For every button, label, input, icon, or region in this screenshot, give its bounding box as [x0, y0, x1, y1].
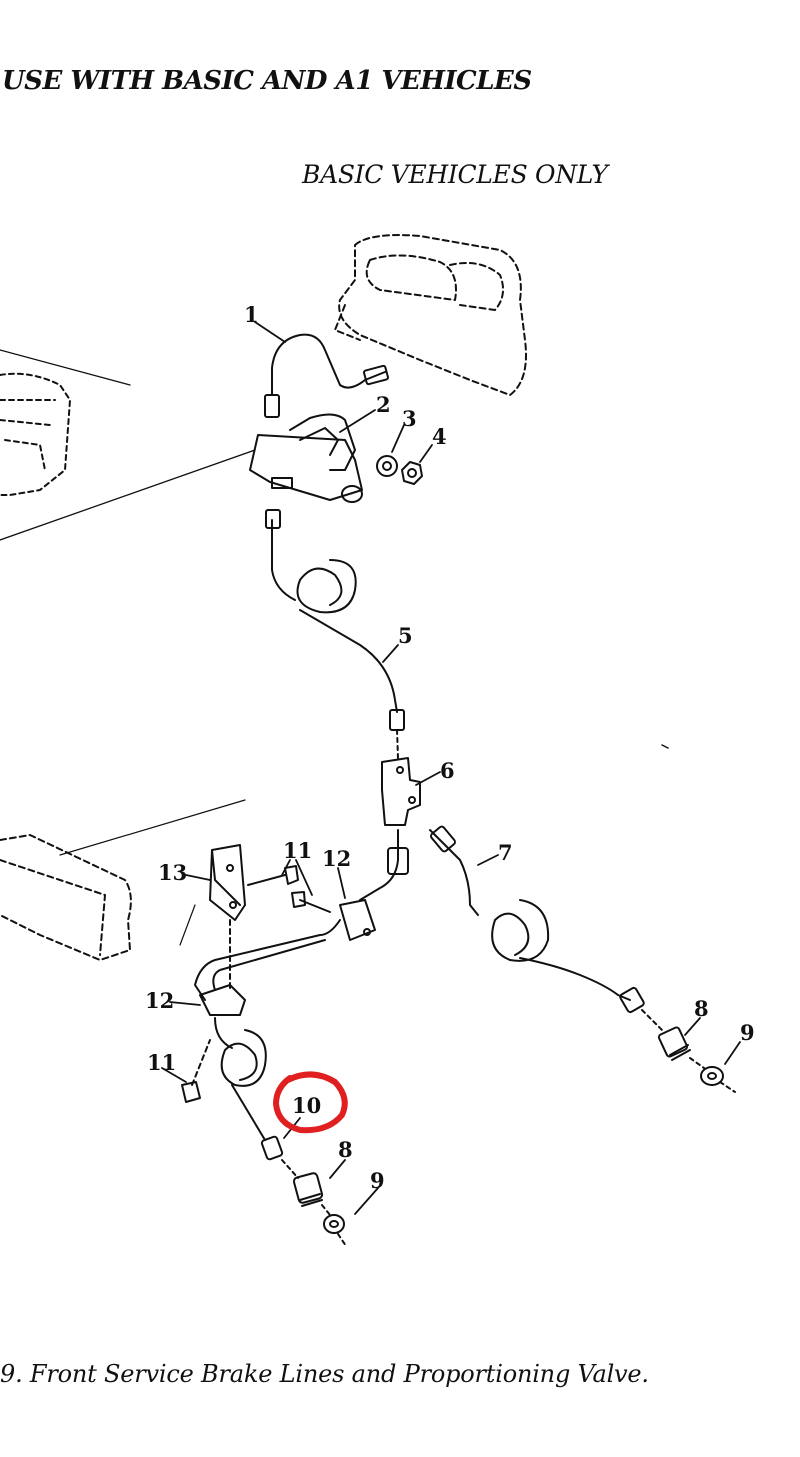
callout-1: 1: [244, 302, 259, 327]
master-cylinder: [334, 234, 527, 396]
bolt-11-lower: [191, 1039, 211, 1086]
callout-labels: 1 2 3 4 5 6 7 8 9 11 12 13 12 11 10 8 9: [145, 302, 755, 1193]
proportioning-valve: [249, 413, 363, 503]
callout-10: 10: [292, 1093, 321, 1118]
washer-9-left: [323, 1214, 345, 1234]
line-1-fitting: [363, 364, 389, 386]
callout-8-left: 8: [338, 1137, 353, 1162]
callout-7: 7: [498, 840, 513, 865]
callout-2: 2: [376, 392, 391, 417]
bolt-11-upper: [247, 874, 286, 886]
callout-5: 5: [398, 623, 413, 648]
page-title: USE WITH BASIC AND A1 VEHICLES: [2, 66, 532, 96]
brake-line-1: [271, 333, 386, 396]
vehicle-frame-left: [0, 372, 71, 496]
clip-12-lower: [199, 984, 246, 1016]
callout-3: 3: [402, 406, 417, 431]
callout-11-lower: 11: [147, 1050, 176, 1075]
leader-lines: [161, 321, 741, 1215]
line-7-nut: [619, 986, 645, 1014]
line-1-nut: [264, 394, 280, 418]
tee-fitting: [381, 757, 421, 826]
callout-8-right: 8: [694, 996, 709, 1021]
line-5-nut: [389, 709, 405, 731]
nut-4: [401, 461, 423, 485]
callout-13: 13: [158, 860, 187, 885]
figure-caption: 9. Front Service Brake Lines and Proport…: [0, 1360, 649, 1388]
hose-8-left: [292, 1172, 324, 1207]
callout-4: 4: [432, 424, 447, 449]
figure-subtitle: BASIC VEHICLES ONLY: [302, 160, 608, 189]
washer-3: [376, 455, 398, 477]
brake-line-10: [214, 1017, 267, 1141]
highlight-circle: [272, 1071, 348, 1134]
clip-12-upper: [339, 899, 376, 941]
hose-8-right: [657, 1026, 691, 1061]
callout-12-lower: 12: [145, 988, 174, 1013]
brake-line-crossover: [194, 919, 341, 1001]
callout-12-upper: 12: [322, 846, 351, 871]
callout-11-upper: 11: [283, 838, 312, 863]
frame-rail-lower: [0, 834, 132, 961]
brake-line-7: [429, 829, 631, 1001]
brake-line-5: [271, 519, 398, 713]
line-tee-to-clip: [359, 829, 399, 901]
callout-6: 6: [440, 758, 455, 783]
callout-9-right: 9: [740, 1020, 755, 1045]
callout-9-left: 9: [370, 1168, 385, 1193]
bracket-13: [209, 844, 246, 921]
washer-9-right: [700, 1066, 724, 1086]
